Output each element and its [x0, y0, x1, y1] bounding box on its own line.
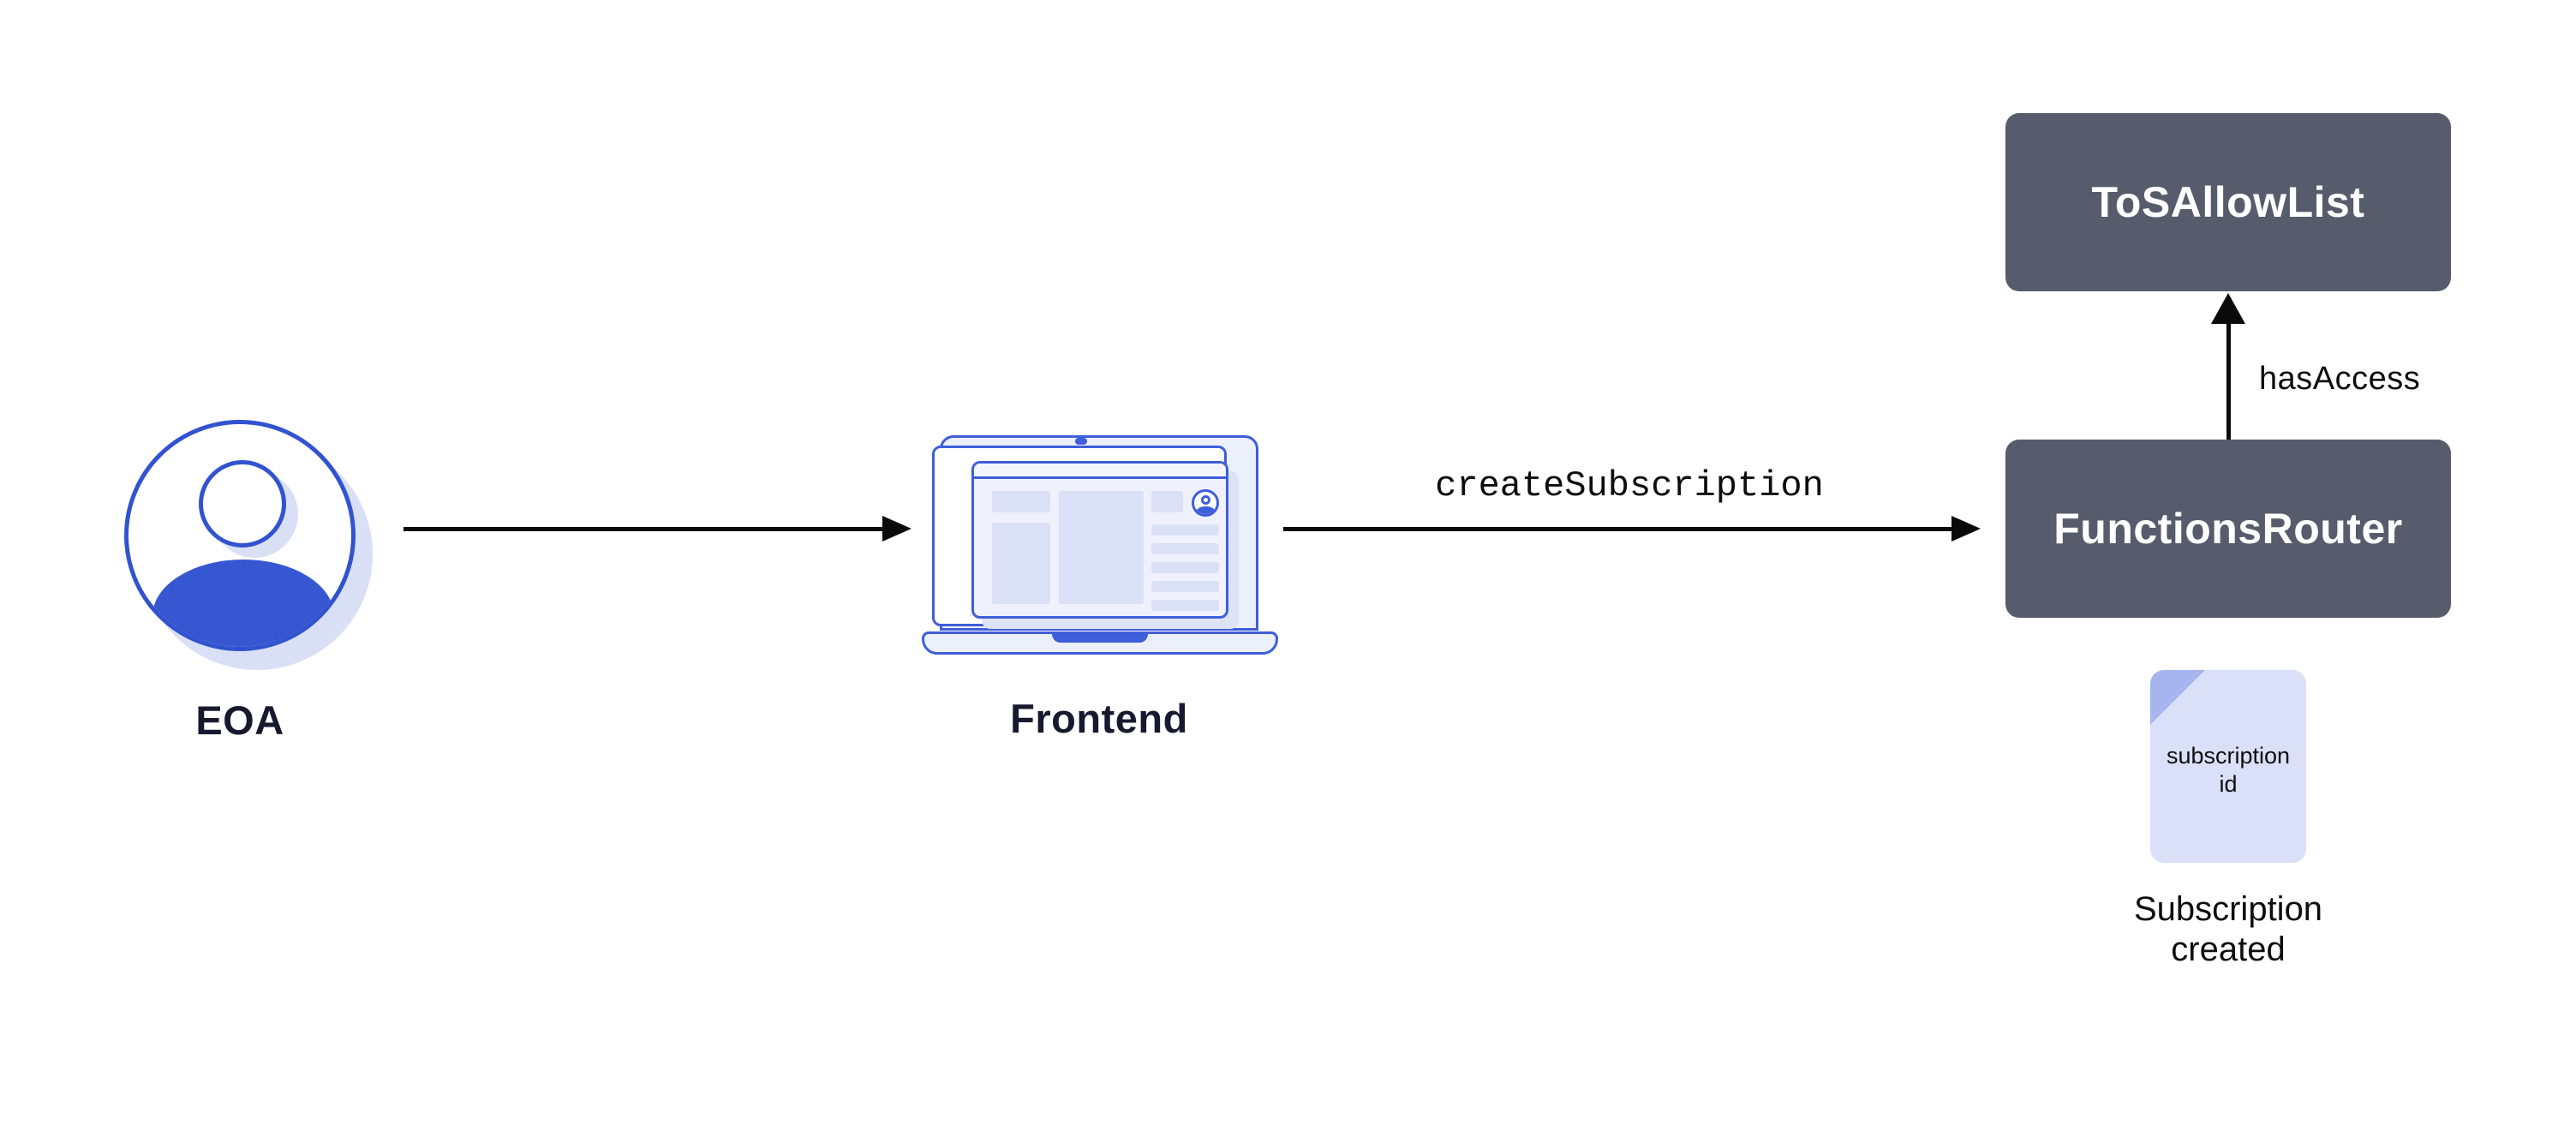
browser-sidebar-block	[992, 523, 1050, 604]
arrow-eoa-to-frontend-line	[403, 527, 884, 531]
document-text: subscription id	[2166, 743, 2291, 797]
browser-text-bar	[1151, 524, 1219, 536]
edge-label-hasaccess: hasAccess	[2259, 361, 2421, 397]
browser-right-block	[1151, 491, 1183, 512]
arrow-router-to-tos-line	[2226, 322, 2231, 441]
document-caption: Subscription created	[2133, 890, 2323, 969]
browser-text-bar	[1151, 600, 1219, 611]
frontend-label: Frontend	[1010, 696, 1188, 741]
browser-main-block	[1059, 491, 1144, 604]
arrow-frontend-to-router-head	[1951, 516, 1981, 542]
browser-header-bar	[974, 464, 1226, 479]
browser-text-bar	[1151, 562, 1219, 573]
subscription-document-icon	[2150, 670, 2306, 863]
edge-label-createsubscription: createSubscription	[1435, 465, 1824, 506]
browser-sidebar-block	[992, 491, 1050, 512]
laptop-browser-window	[971, 461, 1228, 619]
laptop-camera-dot	[1075, 438, 1087, 445]
eoa-head	[199, 460, 286, 548]
arrow-eoa-to-frontend-head	[882, 516, 911, 542]
laptop-base-notch	[1052, 631, 1148, 643]
arrow-frontend-to-router-line	[1283, 527, 1953, 531]
browser-user-icon-head	[1201, 495, 1210, 505]
eoa-label: EOA	[195, 697, 284, 743]
browser-user-icon-shoulders	[1196, 506, 1216, 514]
node-tosallowlist: ToSAllowList	[2005, 113, 2451, 291]
node-functionsrouter: FunctionsRouter	[2005, 440, 2451, 618]
browser-text-bar	[1151, 581, 1219, 592]
frontend-laptop-icon	[922, 434, 1278, 655]
browser-text-bar	[1151, 543, 1219, 554]
functionsrouter-label: FunctionsRouter	[2053, 505, 2403, 553]
browser-user-icon	[1192, 489, 1219, 517]
eoa-shoulders	[152, 560, 334, 647]
tosallowlist-label: ToSAllowList	[2091, 178, 2365, 226]
arrow-router-to-tos-head	[2211, 293, 2245, 324]
eoa-avatar-icon	[124, 420, 356, 651]
